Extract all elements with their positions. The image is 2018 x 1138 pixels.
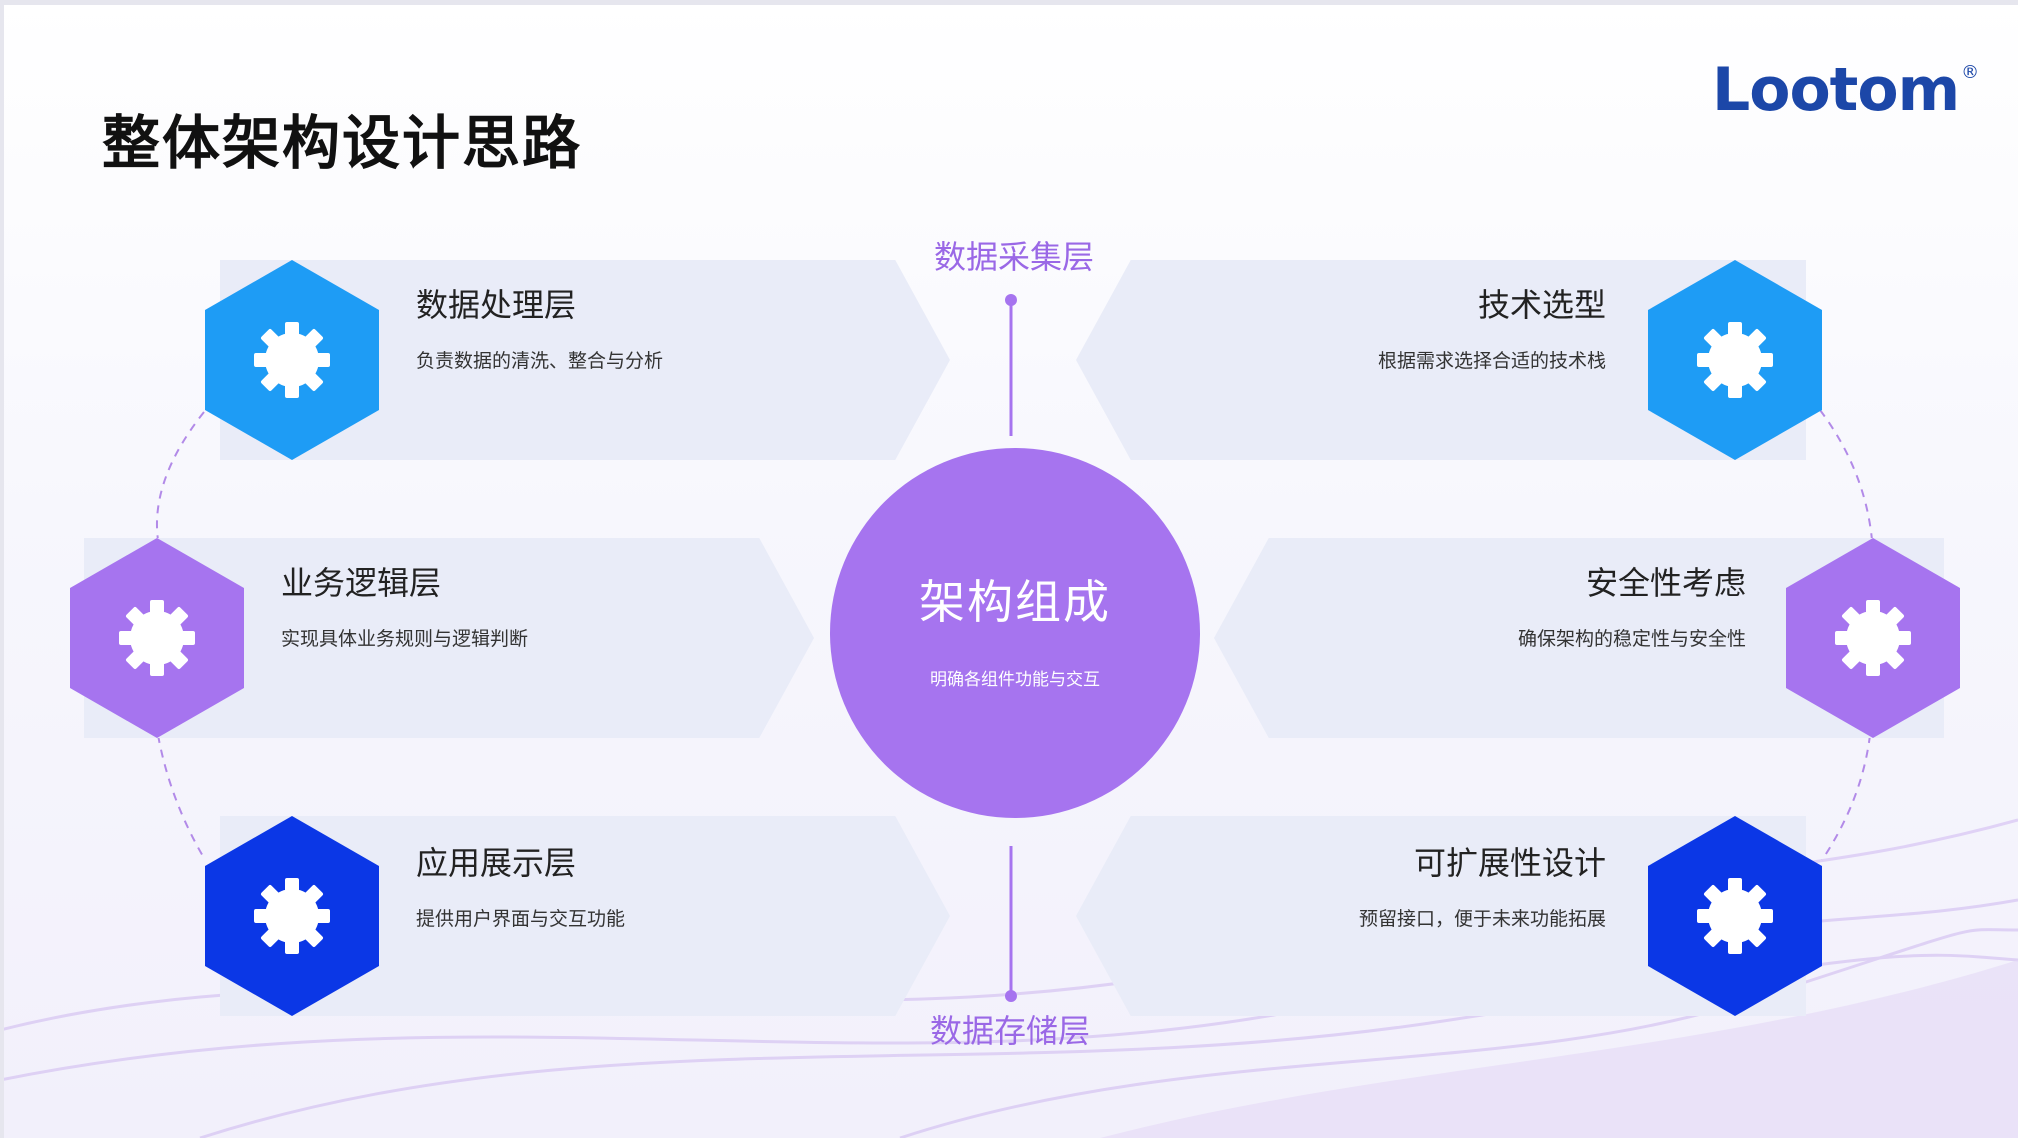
- left-item-2-desc: 实现具体业务规则与逻辑判断: [281, 628, 529, 650]
- left-item-2-title: 业务逻辑层: [281, 564, 442, 602]
- axis-bottom-label: 数据存储层: [929, 1012, 1090, 1050]
- right-item-3-desc: 预留接口，便于未来功能拓展: [1358, 908, 1606, 930]
- right-item-1-desc: 根据需求选择合适的技术栈: [1377, 350, 1606, 372]
- gear-icon: [1835, 600, 1911, 676]
- gear-icon: [1697, 878, 1773, 954]
- center-subtitle: 明确各组件功能与交互: [930, 670, 1100, 690]
- right-item-1-title: 技术选型: [1477, 286, 1606, 324]
- gear-icon: [1697, 322, 1773, 398]
- right-item-2-desc: 确保架构的稳定性与安全性: [1517, 628, 1746, 650]
- center-title: 架构组成: [919, 575, 1111, 629]
- center-circle: [830, 448, 1200, 818]
- left-hex-1: [205, 260, 379, 460]
- right-item-3-title: 可扩展性设计: [1413, 844, 1606, 882]
- right-hex-1: [1648, 260, 1822, 460]
- right-item-2-title: 安全性考虑: [1585, 564, 1746, 602]
- left-item-3-desc: 提供用户界面与交互功能: [416, 908, 626, 930]
- gear-icon: [119, 600, 195, 676]
- left-item-1-title: 数据处理层: [416, 286, 577, 324]
- page-title: 整体架构设计思路: [102, 109, 583, 177]
- left-item-1-desc: 负责数据的清洗、整合与分析: [416, 350, 664, 372]
- gear-icon: [254, 322, 330, 398]
- left-item-3-title: 应用展示层: [416, 844, 577, 882]
- axis-top-label: 数据采集层: [933, 238, 1094, 276]
- company-logo: Lootom®: [1712, 55, 1979, 125]
- gear-icon: [254, 878, 330, 954]
